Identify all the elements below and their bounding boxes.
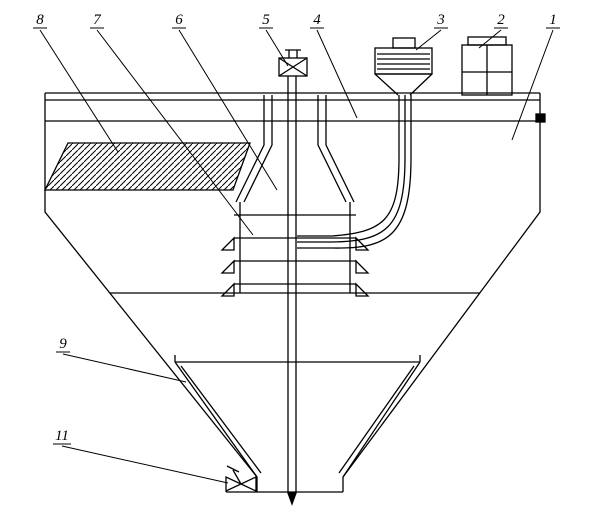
inner-cone [174, 355, 421, 478]
feedwell [110, 95, 480, 297]
inner-cone-walls [174, 361, 421, 478]
leader-7 [90, 27, 254, 236]
valve-stem [226, 465, 242, 485]
feed-pipe-wall-2 [297, 95, 406, 243]
callout-8-label: 8 [36, 12, 44, 28]
feeder-fins [377, 53, 430, 70]
shell-walls [44, 121, 541, 478]
callout-2-label: 2 [497, 12, 505, 28]
leader-6 [172, 27, 278, 191]
tank-top-deck [44, 92, 541, 122]
feeder-body [374, 47, 433, 75]
wall-nozzle [535, 113, 546, 123]
leader-9 [56, 351, 187, 383]
leader-3 [415, 27, 448, 51]
shaft-tip [287, 492, 297, 506]
deck-lines [44, 92, 541, 122]
leader-2 [478, 27, 508, 49]
callout-4-label: 4 [313, 12, 321, 28]
leader-11 [53, 443, 229, 484]
leader-8 [33, 27, 119, 153]
inner-cone-rim [174, 355, 421, 363]
valve-body-left [225, 475, 243, 493]
callout-7-label: 7 [93, 12, 102, 28]
shaft-top-drive-detail [278, 49, 308, 77]
leader-5 [259, 27, 289, 67]
plate-deflectors [220, 236, 370, 297]
equipment-box [461, 36, 513, 96]
callout-labels: 8 7 6 5 4 3 2 1 9 11 [36, 12, 557, 444]
feed-pipe-wall-3 [297, 95, 412, 249]
feed-pipe-wall-1 [297, 95, 400, 237]
feed-pipe [297, 95, 412, 249]
callout-3-label: 3 [436, 12, 445, 28]
valve-body-right [239, 475, 257, 493]
central-shaft [278, 49, 308, 506]
feedwell-bell [235, 95, 355, 203]
drain-valve [225, 465, 257, 493]
leader-1 [511, 27, 560, 141]
callout-leaders [33, 27, 560, 484]
lamella-plate-pack [43, 142, 251, 191]
equipment-box-detail [462, 45, 512, 95]
shaft-pipe [287, 76, 297, 503]
distribution-plates [234, 214, 356, 285]
callout-9-label: 9 [59, 336, 67, 352]
feeder-funnel [374, 73, 433, 96]
feeder-unit [374, 37, 433, 96]
tank-shell [44, 121, 541, 493]
shaft-top-drive [278, 57, 308, 77]
feeder-cap [392, 37, 416, 49]
bottom-outlet [226, 477, 344, 493]
callout-5-label: 5 [262, 12, 270, 28]
callout-11-label: 11 [55, 428, 69, 444]
leader-4 [310, 27, 358, 119]
callout-6-label: 6 [175, 12, 183, 28]
callout-1-label: 1 [549, 12, 557, 28]
